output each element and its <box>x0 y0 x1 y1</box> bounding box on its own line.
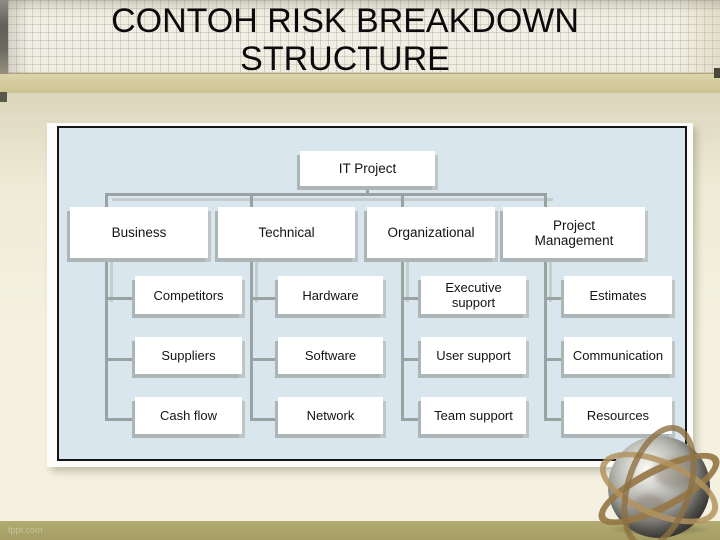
connector-stub <box>250 297 278 300</box>
connector-spine-project-management <box>544 258 547 421</box>
header-band <box>0 73 720 93</box>
node-technical: Technical <box>218 207 355 258</box>
connector-stub <box>401 358 421 361</box>
node-hardware: Hardware <box>278 276 383 314</box>
node-software: Software <box>278 337 383 374</box>
globe-ornament <box>589 415 720 540</box>
connector-spine-business <box>105 258 108 421</box>
right-edge-notch <box>714 68 720 78</box>
connector-spine-shadow-project-management <box>549 260 552 302</box>
node-network: Network <box>278 397 383 434</box>
node-estimates: Estimates <box>564 276 672 314</box>
connector-stub <box>544 358 564 361</box>
connector-stub <box>105 358 135 361</box>
connector-bus-shadow <box>112 198 553 201</box>
connector-stub <box>105 418 135 421</box>
globe-continent-shape <box>632 494 666 520</box>
node-team-support: Team support <box>421 397 526 434</box>
node-it-project: IT Project <box>300 151 435 186</box>
connector-drop-technical <box>250 193 253 207</box>
connector-stub <box>250 418 278 421</box>
slide-title: CONTOH RISK BREAKDOWN STRUCTURE <box>25 2 665 78</box>
node-competitors: Competitors <box>135 276 242 314</box>
connector-stub <box>105 297 135 300</box>
node-organizational: Organizational <box>367 207 495 258</box>
footer-band: fppt.com <box>0 521 720 540</box>
left-edge-notch <box>0 92 7 102</box>
globe-continent-shape <box>654 458 698 488</box>
left-edge-shade <box>0 0 8 74</box>
node-project-management: Project Management <box>503 207 645 258</box>
connector-stub <box>544 297 564 300</box>
globe-sphere <box>608 436 710 538</box>
node-communication: Communication <box>564 337 672 374</box>
connector-spine-shadow-business <box>110 260 113 302</box>
connector-drop-project-management <box>544 193 547 207</box>
node-resources: Resources <box>564 397 672 434</box>
connector-drop-business <box>105 193 108 207</box>
connector-stub <box>401 297 421 300</box>
connector-bus <box>105 193 547 196</box>
slide-title-line1: CONTOH RISK BREAKDOWN <box>111 2 579 40</box>
slide-header <box>0 0 720 73</box>
slide-title-line2: STRUCTURE <box>240 40 450 78</box>
connector-spine-shadow-technical <box>255 260 258 302</box>
connector-spine-technical <box>250 258 253 421</box>
node-cash-flow: Cash flow <box>135 397 242 434</box>
node-user-support: User support <box>421 337 526 374</box>
node-executive-support: Executive support <box>421 276 526 314</box>
node-suppliers: Suppliers <box>135 337 242 374</box>
connector-drop-organizational <box>401 193 404 207</box>
connector-stub <box>401 418 421 421</box>
watermark: fppt.com <box>8 525 43 535</box>
connector-stub <box>250 358 278 361</box>
connector-spine-organizational <box>401 258 404 421</box>
connector-stub <box>544 418 564 421</box>
node-business: Business <box>70 207 208 258</box>
connector-root-drop <box>366 186 369 194</box>
connector-spine-shadow-organizational <box>406 260 409 302</box>
